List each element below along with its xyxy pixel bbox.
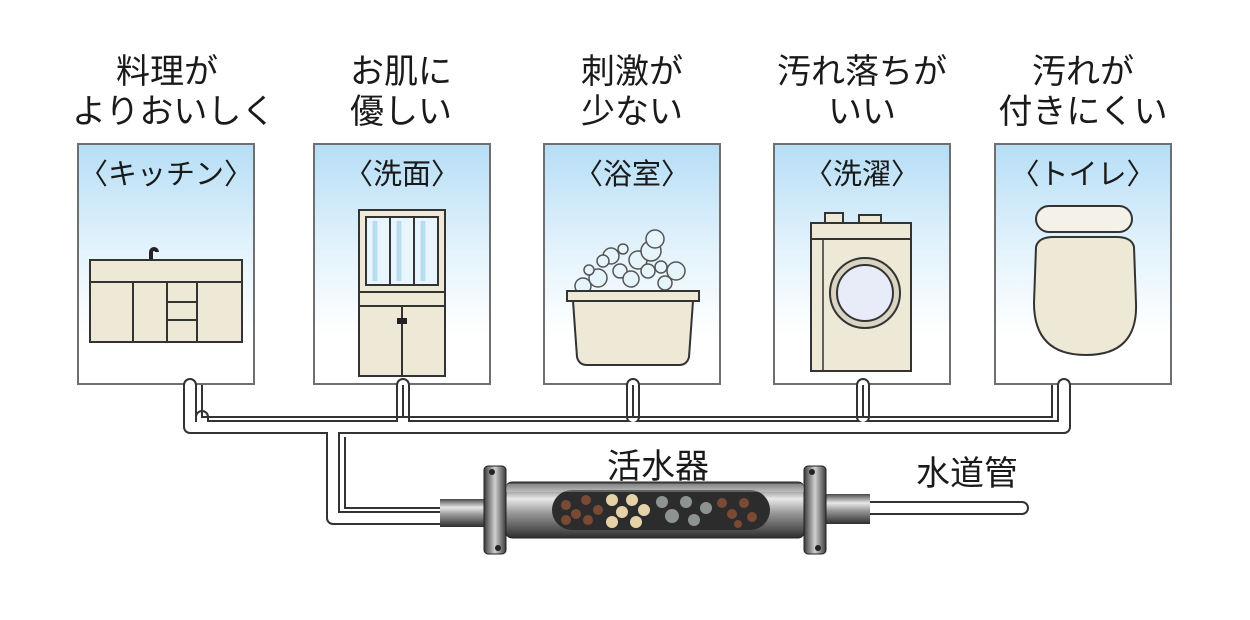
benefit-line-1: 汚れ落ちが xyxy=(777,52,947,92)
device-label: 活水器 xyxy=(607,447,709,487)
benefit-line-1: 汚れが xyxy=(1032,52,1134,92)
water-activator-cylinder-icon xyxy=(440,465,870,555)
benefit-line-1: 料理が xyxy=(116,52,218,92)
room-label-kitchen: 〈キッチン〉 xyxy=(79,157,254,191)
benefit-line-1: お肌に xyxy=(350,52,452,92)
benefit-bathroom: 刺激が 少ない xyxy=(537,52,727,132)
benefit-line-1: 刺激が xyxy=(581,52,683,92)
room-label-toilet: 〈トイレ〉 xyxy=(1010,157,1156,191)
washing-machine-icon xyxy=(810,212,912,372)
room-box-laundry: 〈洗濯〉 xyxy=(773,143,951,385)
main-pipe-label: 水道管 xyxy=(916,454,1018,494)
bathtub-bubbles-icon xyxy=(566,229,700,366)
room-box-bathroom: 〈浴室〉 xyxy=(543,143,721,385)
room-label-laundry: 〈洗濯〉 xyxy=(803,157,921,191)
room-box-washroom: 〈洗面〉 xyxy=(313,143,491,385)
room-box-kitchen: 〈キッチン〉 xyxy=(77,143,255,385)
benefit-line-2: 優しい xyxy=(350,92,452,132)
room-box-toilet: 〈トイレ〉 xyxy=(994,143,1172,385)
toilet-icon xyxy=(1032,205,1138,357)
room-label-bathroom: 〈浴室〉 xyxy=(573,157,691,191)
benefit-line-2: 少ない xyxy=(581,92,683,132)
benefit-kitchen: 料理が よりおいしく xyxy=(72,52,276,132)
benefit-toilet: 汚れが 付きにくい xyxy=(988,52,1178,132)
vanity-cabinet-icon xyxy=(358,209,446,377)
benefit-line-2: よりおいしく xyxy=(72,92,276,132)
benefit-line-2: 付きにくい xyxy=(998,92,1168,132)
benefit-washroom: お肌に 優しい xyxy=(306,52,496,132)
room-label-washroom: 〈洗面〉 xyxy=(343,157,461,191)
kitchen-sink-icon xyxy=(89,247,243,343)
benefit-laundry: 汚れ落ちが いい xyxy=(767,52,957,132)
supply-pipe xyxy=(183,378,1071,525)
benefit-line-2: いい xyxy=(828,92,896,132)
